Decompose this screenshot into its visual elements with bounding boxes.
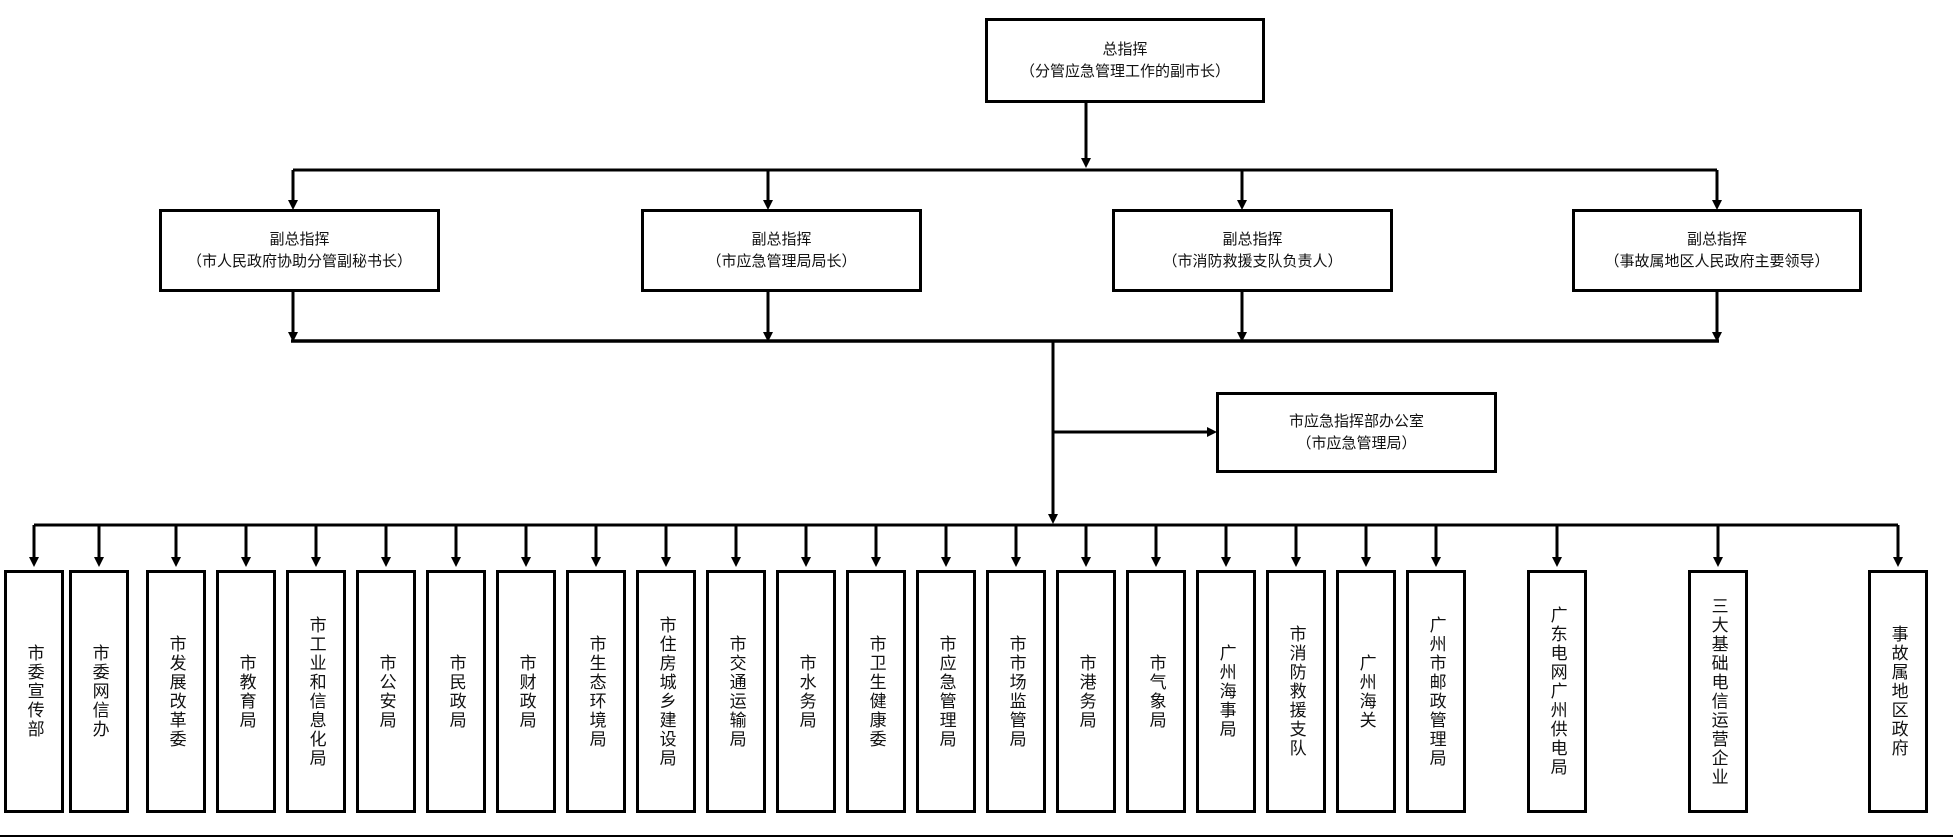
node-unit-8-label: 市财政局 xyxy=(516,653,536,730)
node-deputy-1-line2: （市人民政府协助分管副秘书长） xyxy=(186,252,412,270)
node-deputy-4-line1: 副总指挥 xyxy=(1686,230,1747,248)
node-unit-15-label: 市市场监管局 xyxy=(1006,634,1026,749)
node-commander-line2: （分管应急管理工作的副市长） xyxy=(1019,62,1230,80)
node-unit-18-label: 广州海事局 xyxy=(1216,644,1236,739)
node-unit-13-label: 市卫生健康委 xyxy=(866,634,886,749)
node-deputy-3-line2: （市消防救援支队负责人） xyxy=(1162,252,1343,270)
node-unit-19[interactable]: 市消防救援支队 xyxy=(1266,570,1326,813)
node-unit-4-label: 市教育局 xyxy=(236,653,256,730)
node-deputy-3-text: 副总指挥 （市消防救援支队负责人） xyxy=(1156,227,1348,275)
node-unit-11-label: 市交通运输局 xyxy=(726,634,746,749)
node-unit-11[interactable]: 市交通运输局 xyxy=(706,570,766,813)
node-unit-7[interactable]: 市民政局 xyxy=(426,570,486,813)
node-unit-20[interactable]: 广州海关 xyxy=(1336,570,1396,813)
node-unit-9[interactable]: 市生态环境局 xyxy=(566,570,626,813)
node-deputy-2-line2: （市应急管理局局长） xyxy=(706,252,857,270)
node-office-line1: 市应急指挥部办公室 xyxy=(1288,412,1424,430)
node-unit-5-label: 市工业和信息化局 xyxy=(306,615,326,768)
node-office-text: 市应急指挥部办公室 （市应急管理局） xyxy=(1283,409,1430,457)
node-commander-line1: 总指挥 xyxy=(1102,40,1148,58)
node-unit-1-label: 市委宣传部 xyxy=(24,644,44,739)
node-unit-6-label: 市公安局 xyxy=(376,653,396,730)
node-unit-3[interactable]: 市发展改革委 xyxy=(146,570,206,813)
node-unit-12-label: 市水务局 xyxy=(796,653,816,730)
node-commander-text: 总指挥 （分管应急管理工作的副市长） xyxy=(1014,37,1236,85)
department-drop-arrows xyxy=(29,525,1903,567)
node-unit-14[interactable]: 市应急管理局 xyxy=(916,570,976,813)
node-unit-24[interactable]: 事故属地区政府 xyxy=(1868,570,1928,813)
node-unit-14-label: 市应急管理局 xyxy=(936,634,956,749)
node-unit-16-label: 市港务局 xyxy=(1076,653,1096,730)
node-unit-23-label: 三大基础电信运营企业 xyxy=(1708,596,1728,787)
node-deputy-1-text: 副总指挥 （市人民政府协助分管副秘书长） xyxy=(181,227,418,275)
node-unit-12[interactable]: 市水务局 xyxy=(776,570,836,813)
node-unit-6[interactable]: 市公安局 xyxy=(356,570,416,813)
node-unit-15[interactable]: 市市场监管局 xyxy=(986,570,1046,813)
node-unit-17-label: 市气象局 xyxy=(1146,653,1166,730)
node-commander[interactable]: 总指挥 （分管应急管理工作的副市长） xyxy=(985,18,1265,103)
node-unit-17[interactable]: 市气象局 xyxy=(1126,570,1186,813)
node-unit-20-label: 广州海关 xyxy=(1356,653,1376,730)
node-deputy-3-line1: 副总指挥 xyxy=(1222,230,1283,248)
node-unit-19-label: 市消防救援支队 xyxy=(1286,625,1306,758)
node-unit-2-label: 市委网信办 xyxy=(89,644,109,739)
node-unit-16[interactable]: 市港务局 xyxy=(1056,570,1116,813)
node-unit-7-label: 市民政局 xyxy=(446,653,466,730)
node-unit-18[interactable]: 广州海事局 xyxy=(1196,570,1256,813)
node-deputy-2-line1: 副总指挥 xyxy=(751,230,812,248)
node-deputy-3[interactable]: 副总指挥 （市消防救援支队负责人） xyxy=(1112,209,1393,292)
node-deputy-2[interactable]: 副总指挥 （市应急管理局局长） xyxy=(641,209,922,292)
node-unit-2[interactable]: 市委网信办 xyxy=(69,570,129,813)
node-deputy-4-text: 副总指挥 （事故属地区人民政府主要领导） xyxy=(1598,227,1835,275)
node-unit-8[interactable]: 市财政局 xyxy=(496,570,556,813)
node-unit-4[interactable]: 市教育局 xyxy=(216,570,276,813)
node-unit-22[interactable]: 广东电网广州供电局 xyxy=(1527,570,1587,813)
node-unit-9-label: 市生态环境局 xyxy=(586,634,606,749)
node-unit-23[interactable]: 三大基础电信运营企业 xyxy=(1688,570,1748,813)
node-unit-3-label: 市发展改革委 xyxy=(166,634,186,749)
node-deputy-1-line1: 副总指挥 xyxy=(269,230,330,248)
node-deputy-4[interactable]: 副总指挥 （事故属地区人民政府主要领导） xyxy=(1572,209,1862,292)
node-unit-21-label: 广州市邮政管理局 xyxy=(1426,615,1446,768)
node-unit-1[interactable]: 市委宣传部 xyxy=(4,570,64,813)
node-office-line2: （市应急管理局） xyxy=(1296,434,1417,452)
node-unit-5[interactable]: 市工业和信息化局 xyxy=(286,570,346,813)
node-unit-10[interactable]: 市住房城乡建设局 xyxy=(636,570,696,813)
node-unit-24-label: 事故属地区政府 xyxy=(1888,625,1908,758)
node-unit-22-label: 广东电网广州供电局 xyxy=(1547,606,1567,777)
node-deputy-2-text: 副总指挥 （市应急管理局局长） xyxy=(700,227,862,275)
node-unit-21[interactable]: 广州市邮政管理局 xyxy=(1406,570,1466,813)
node-office[interactable]: 市应急指挥部办公室 （市应急管理局） xyxy=(1216,392,1497,473)
node-deputy-1[interactable]: 副总指挥 （市人民政府协助分管副秘书长） xyxy=(159,209,440,292)
page-baseline xyxy=(0,835,1953,837)
node-unit-10-label: 市住房城乡建设局 xyxy=(656,615,676,768)
node-unit-13[interactable]: 市卫生健康委 xyxy=(846,570,906,813)
node-deputy-4-line2: （事故属地区人民政府主要领导） xyxy=(1604,252,1830,270)
